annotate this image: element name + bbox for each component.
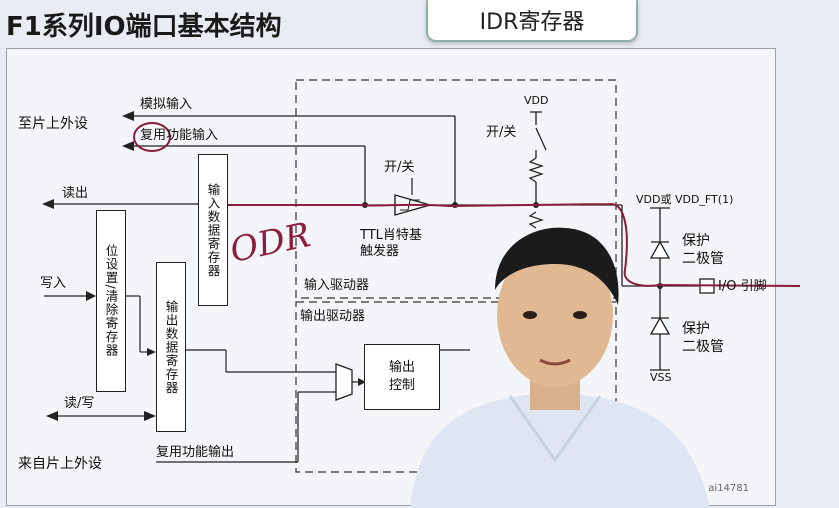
- io-pin-label: I/O 引脚: [718, 279, 767, 294]
- output-data-register-label: 输出数据寄存器: [163, 299, 179, 395]
- to-peripheral-label: 至片上外设: [18, 116, 88, 132]
- protect-bottom-label: 保护 二极管: [682, 321, 724, 356]
- output-control-label: 输出 控制: [388, 360, 415, 393]
- vdd-label: VDD: [524, 94, 549, 107]
- alt-output-label: 复用功能输出: [156, 445, 235, 460]
- topic-tag: IDR寄存器: [426, 0, 638, 42]
- presenter-image: [410, 227, 710, 508]
- output-driver-label: 输出驱动器: [300, 309, 366, 324]
- alt-input-label: 复用功能输入: [140, 128, 219, 143]
- protect-top-label: 保护 二极管: [682, 233, 724, 268]
- vdd-or-label: VDD或 VDD_FT(1): [636, 193, 734, 206]
- write-in-label: 写入: [40, 276, 67, 291]
- switch1-label: 开/关: [384, 160, 415, 175]
- input-driver-label: 输入驱动器: [304, 278, 370, 293]
- read-write-label: 读/写: [64, 396, 95, 411]
- read-out-label: 读出: [62, 186, 89, 201]
- output-data-register: 输出数据寄存器: [156, 262, 186, 432]
- annotation-wire: [228, 202, 801, 287]
- input-data-register: 输入数据寄存器: [198, 154, 228, 306]
- vss-label: VSS: [650, 371, 672, 384]
- bit-set-clear-register: 位设置/清除寄存器: [96, 210, 126, 392]
- input-driver-region: [295, 79, 617, 299]
- input-data-register-label: 输入数据寄存器: [205, 182, 221, 278]
- figure-code: ai14781: [708, 483, 749, 494]
- analog-input-label: 模拟输入: [140, 97, 193, 112]
- from-peripheral-label: 来自片上外设: [18, 456, 102, 472]
- annotation-circle: [133, 122, 171, 152]
- slide-title: F1系列IO端口基本结构: [6, 12, 282, 42]
- switch2-label: 开/关: [486, 125, 517, 140]
- bit-set-clear-register-label: 位设置/清除寄存器: [103, 244, 119, 358]
- ttl-label: TTL肖特基 触发器: [360, 228, 422, 260]
- output-control-box: 输出 控制: [364, 344, 440, 410]
